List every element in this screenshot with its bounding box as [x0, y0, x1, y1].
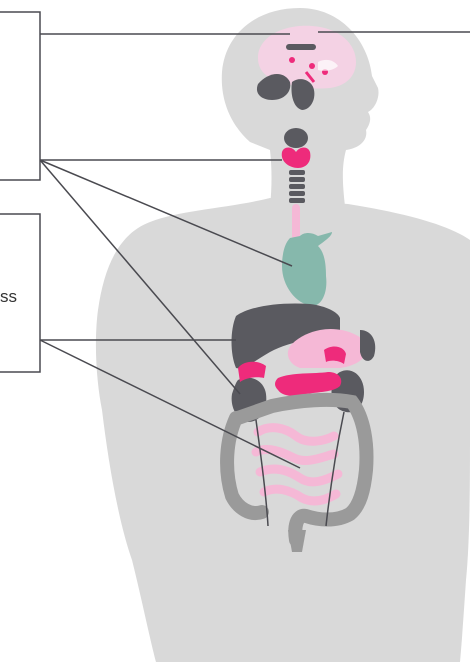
larynx-shape [284, 128, 308, 148]
brain-spot-icon [289, 57, 295, 63]
partial-label: ss [0, 287, 17, 307]
brain-spot-icon [309, 63, 315, 69]
bracket-upper [0, 12, 40, 180]
trachea [289, 170, 305, 203]
corpus-callosum [286, 44, 316, 50]
esophagus-shape [292, 204, 300, 240]
